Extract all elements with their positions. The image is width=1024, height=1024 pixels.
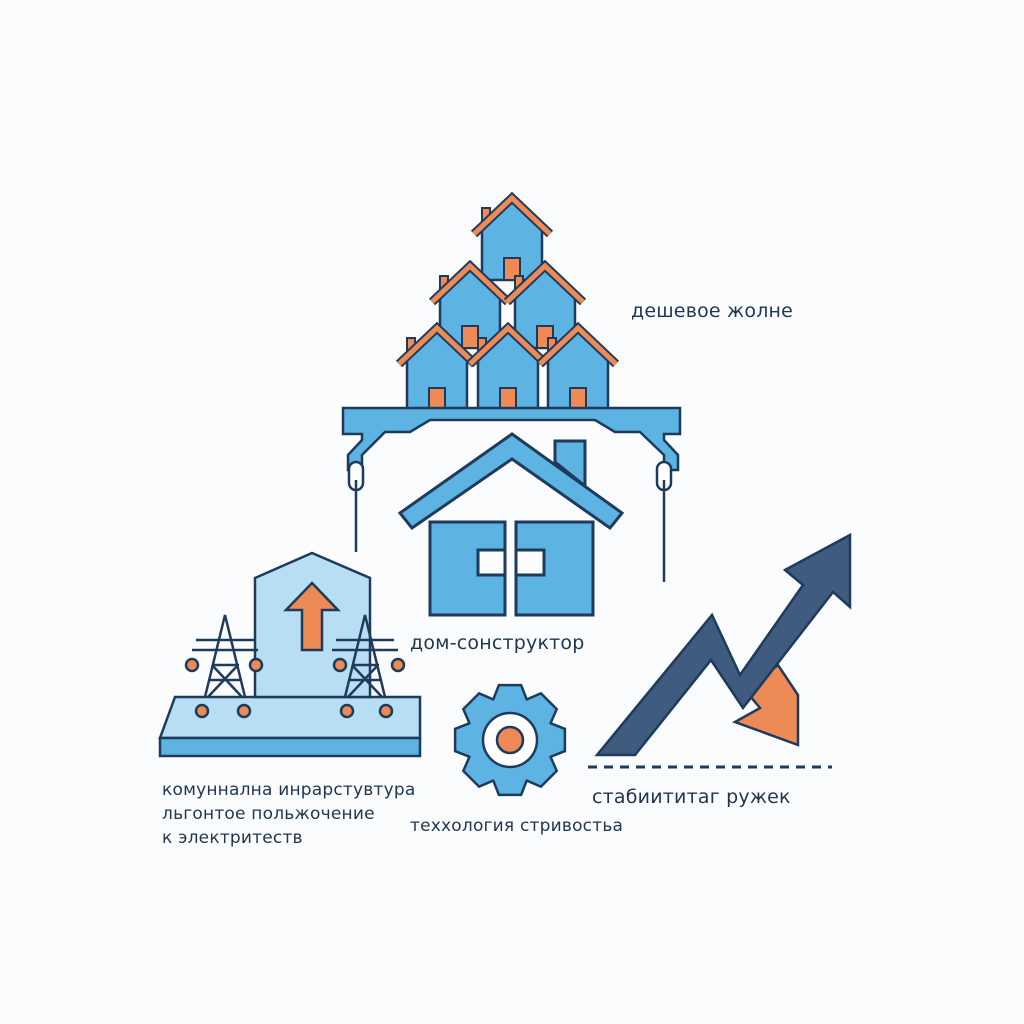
label-infrastructure-line3: к электритеств (162, 828, 303, 848)
label-modular-house: дом-сонструктор (410, 632, 585, 654)
label-technology: теххология стривостьа (410, 816, 624, 836)
gear-icon (453, 683, 567, 797)
label-infrastructure-line1: комуннална инрарстувтура (162, 780, 416, 800)
power-tower-icon (332, 614, 406, 719)
house-icon (540, 328, 616, 410)
label-infrastructure-line2: льгонтое польжочение (162, 804, 375, 824)
label-cheap-housing: дешевое жолне (631, 300, 794, 322)
infrastructure-icon (158, 551, 422, 758)
house-pyramid (399, 198, 616, 410)
trend-arrow-icon (594, 532, 852, 757)
label-infrastructure: комуннална инрарстувтура льгонтое польжо… (162, 778, 415, 850)
power-tower-icon (184, 614, 264, 719)
label-stability: стабиититаг ружек (592, 786, 791, 808)
crane-platform (341, 406, 682, 582)
modular-house-icon (397, 432, 625, 617)
